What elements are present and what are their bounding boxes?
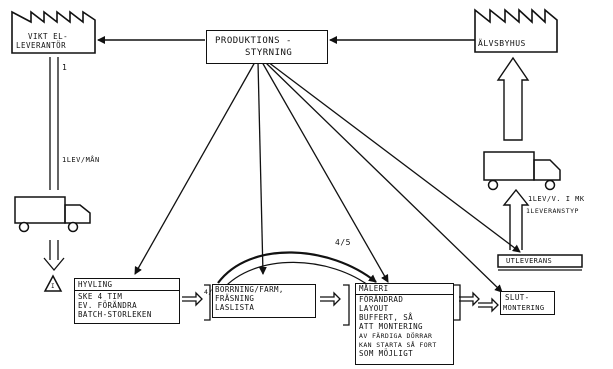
process-line: SOM MÖJLIGT: [359, 350, 413, 359]
customer-truck-icon: [484, 152, 560, 190]
process-box-drilling: BORRNING/FARM, FRÄSNING LASLISTA: [212, 284, 316, 318]
process-box-painting: MÅLERI FÖRÄNDRAD LAYOUT BUFFERT, SÅ ATT …: [355, 283, 454, 365]
process-line: ATT MONTERING: [359, 323, 423, 332]
supplier-delivery-arrow: [44, 57, 64, 270]
customer-delivery-label-1: 1LEV/V. I MK: [528, 195, 585, 204]
supplier-factory-label-line2: LEVERANTÖR: [16, 41, 68, 50]
process-line: LASLISTA: [215, 304, 254, 313]
process-title-final-assembly: SLUT-: [505, 294, 530, 303]
customer-delivery-arrow: [498, 58, 528, 250]
customer-delivery-label-2: 1LEVERANSTYP: [526, 207, 579, 216]
customer-factory-label: ÄLVSBYHUS: [478, 39, 526, 48]
supplier-factory-label: VIKT EL- LEVERANTÖR: [16, 32, 68, 50]
process-title-painting: MÅLERI: [359, 285, 389, 294]
inventory-marker: I: [51, 282, 55, 291]
process-title-planing: HYVLING: [78, 281, 112, 290]
production-control-box: PRODUKTIONS - STYRNING: [206, 30, 328, 64]
shipping-label: UTLEVERANS: [506, 257, 552, 266]
supplier-factory-label-line1: VIKT EL-: [16, 32, 68, 41]
process-line: BATCH-STORLEKEN: [78, 311, 152, 320]
supplier-delivery-label: 1LEV/MÅN: [62, 156, 100, 165]
production-control-line1: PRODUKTIONS -: [215, 37, 292, 46]
flow-arc: [218, 252, 376, 283]
process-line: MONTERING: [503, 304, 545, 313]
supplier-truck-icon: [15, 197, 90, 232]
process-box-planing: HYVLING SKE 4 TIM EV. FÖRÄNDRA BATCH-STO…: [74, 278, 180, 324]
process-line: AV FÄRDIGA DÖRRAR: [359, 332, 432, 341]
process-box-final-assembly: SLUT- MONTERING: [500, 291, 555, 315]
ratio-top-label: 4/5: [335, 238, 351, 247]
production-control-line2: STYRNING: [245, 49, 292, 58]
supplier-frequency-label: 1: [62, 63, 67, 72]
